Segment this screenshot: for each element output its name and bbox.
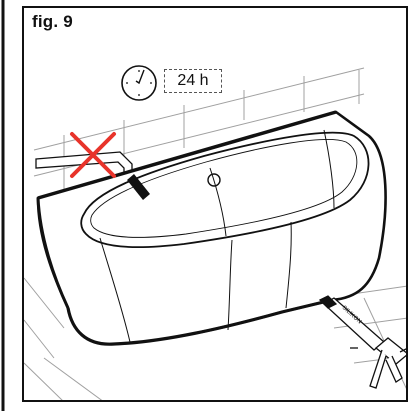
bathtub-installation-illustration: SILIKON [24, 65, 406, 400]
bathtub [36, 110, 387, 346]
figure-label: fig. 9 [32, 12, 73, 31]
caulking-gun-icon: SILIKON [318, 295, 406, 389]
clock-icon [121, 65, 157, 101]
figure-panel: SILIKON fig. 9 24 h [22, 6, 408, 402]
prohibited-cross-icon [70, 132, 116, 178]
adjacent-panel-edge [1, 0, 5, 411]
cure-time-label: 24 h [164, 69, 222, 93]
silicone-nozzle [127, 174, 150, 200]
